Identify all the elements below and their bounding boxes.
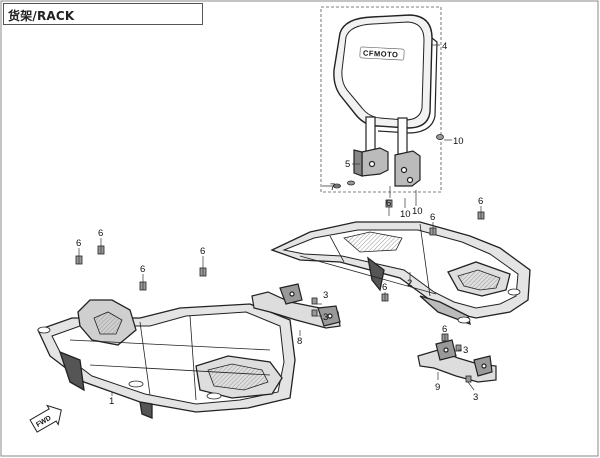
callout-6-c: 6 [98,228,103,239]
callout-3-a: 3 [323,290,328,301]
callout-9: 9 [435,382,440,393]
callout-6-a: 6 [386,198,391,209]
svg-text:CFMOTO: CFMOTO [363,49,399,60]
right-bracket-part [417,339,497,383]
callout-10-mid: 10 [400,209,411,220]
callout-10-low: 10 [412,206,423,217]
backrest-bracket-part [353,147,421,187]
callout-labels: 4 5 10 10 7 6 10 6 6 6 6 1 6 6 2 8 3 3 6… [76,41,483,407]
callout-4: 4 [442,41,447,52]
rear-rack-part [270,221,531,326]
title-box: 货架/RACK [3,3,203,25]
front-rack-part [37,299,296,419]
callout-3-c: 3 [463,345,468,356]
callout-6-h: 6 [382,282,387,293]
callout-5: 5 [345,159,350,170]
backrest-logo: CFMOTO [359,46,405,61]
backrest-subassembly-box [320,6,442,193]
callout-8: 8 [297,336,302,347]
left-bracket-part [251,283,341,329]
callout-6-f: 6 [430,212,435,223]
forward-direction-arrow: FWD [29,404,62,433]
callout-1: 1 [109,396,114,407]
callout-2: 2 [407,278,412,289]
leader-lines [78,44,482,396]
callout-6-d: 6 [140,264,145,275]
callout-6-g: 6 [478,196,483,207]
callout-3-d: 3 [473,392,478,403]
callout-3-b: 3 [323,312,328,323]
callout-6-e: 6 [200,246,205,257]
callout-10-top: 10 [453,136,464,147]
callout-6-b: 6 [76,238,81,249]
diagram-title: 货架/RACK [8,9,75,23]
callout-6-i: 6 [442,324,447,335]
backrest-part [333,14,438,134]
callout-7: 7 [330,182,335,193]
